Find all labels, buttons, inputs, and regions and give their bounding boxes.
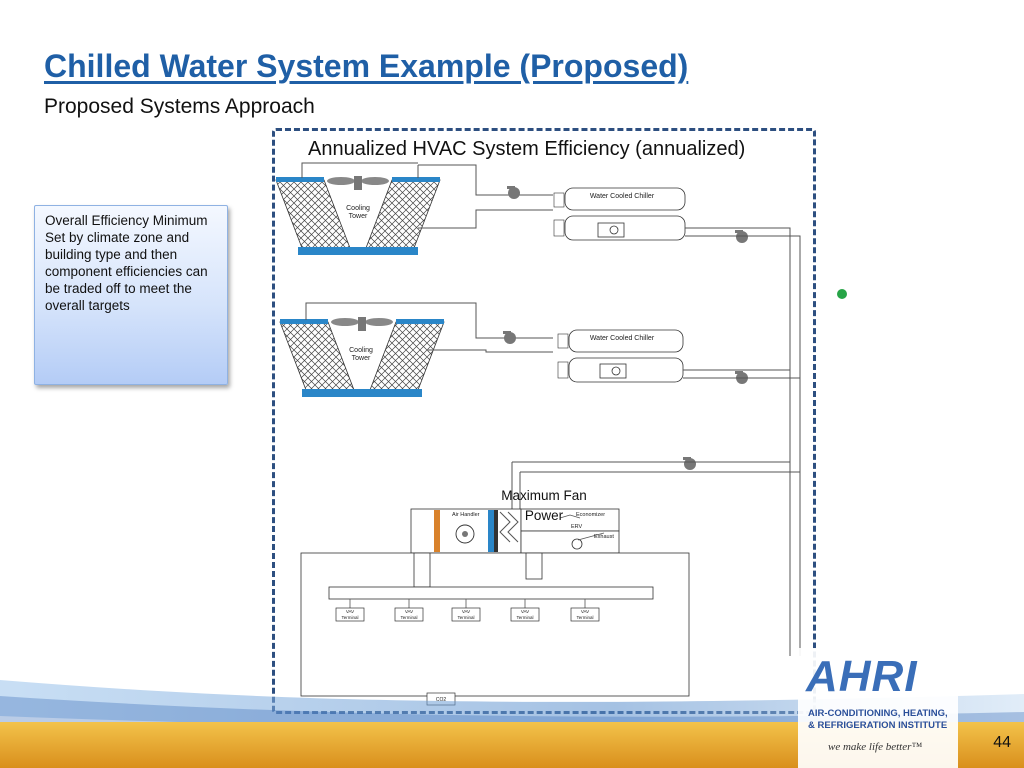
exhaust-label: Exhaust (594, 534, 614, 540)
vav-label-line1: VAV (462, 609, 470, 614)
pump-icon (503, 331, 516, 344)
pump-icon (735, 230, 748, 243)
chiller-2: Water Cooled Chiller (557, 329, 684, 383)
chiller-1-label: Water Cooled Chiller (590, 193, 655, 200)
efficiency-note-box: Overall Efficiency Minimum Set by climat… (34, 205, 228, 385)
erv-label: ERV (571, 524, 583, 530)
pump-icon (507, 186, 520, 199)
cooling-tower-1-label-line1: Cooling (346, 205, 370, 212)
vav-label-line2: Terminal (341, 615, 358, 620)
maximum-fan-power-label: Maximum Fan Power (501, 488, 587, 523)
page-number: 44 (993, 734, 1011, 751)
economizer-label: Economizer (576, 512, 605, 518)
vav-label-line1: VAV (346, 609, 354, 614)
chiller-2-label: Water Cooled Chiller (590, 335, 655, 342)
vav-terminal: VAV Terminal (394, 607, 424, 622)
air-handler: Air Handler Economizer ERV Exhaust (410, 508, 620, 554)
vav-label-line1: VAV (521, 609, 529, 614)
vav-label-line2: Terminal (400, 615, 417, 620)
ahri-logo-subtitle-line1: AIR-CONDITIONING, HEATING, (808, 708, 948, 719)
ahri-logo-subtitle: AIR-CONDITIONING, HEATING, & REFRIGERATI… (808, 708, 958, 732)
slide-title: Chilled Water System Example (Proposed) (44, 48, 689, 84)
chilled-water-piping (511, 227, 801, 656)
diagram-title: Annualized HVAC System Efficiency (annua… (308, 138, 746, 160)
vav-terminal: VAV Terminal (335, 607, 365, 622)
cooling-tower-2-label-line1: Cooling (349, 347, 373, 354)
vav-terminal: VAV Terminal (570, 607, 600, 622)
cooling-tower-1-label-line2: Tower (349, 213, 368, 220)
vav-label-line1: VAV (581, 609, 589, 614)
chiller-1: Water Cooled Chiller (553, 187, 686, 241)
vav-terminal: VAV Terminal (510, 607, 540, 622)
ahri-logo-subtitle-line2: & REFRIGERATION INSTITUTE (808, 720, 948, 731)
return-fan-icon (571, 538, 583, 550)
vav-terminal: VAV Terminal (451, 607, 481, 622)
footer-wave-decoration (0, 648, 1024, 768)
supply-fan-icon (455, 524, 475, 544)
cooling-tower-2-label-line2: Tower (352, 355, 371, 362)
vav-label-line2: Terminal (457, 615, 474, 620)
cooling-tower-1: Cooling Tower (275, 176, 441, 255)
slide-subtitle: Proposed Systems Approach (44, 95, 315, 118)
pump-icon (683, 457, 696, 470)
cooling-tower-1-fan-icon (327, 176, 389, 190)
duct-system (300, 552, 690, 697)
vav-label-line2: Terminal (576, 615, 593, 620)
air-handler-label: Air Handler (452, 512, 480, 518)
cooling-tower-2-fan-icon (331, 317, 393, 331)
vav-label-line1: VAV (405, 609, 413, 614)
ahri-logo: AHRI (806, 652, 918, 701)
vav-label-line2: Terminal (516, 615, 533, 620)
co2-label: CO2 (436, 697, 447, 703)
bullet-point (837, 289, 847, 299)
ahri-tagline: we make life better™ (828, 741, 923, 753)
cooling-tower-2: Cooling Tower (279, 317, 445, 397)
